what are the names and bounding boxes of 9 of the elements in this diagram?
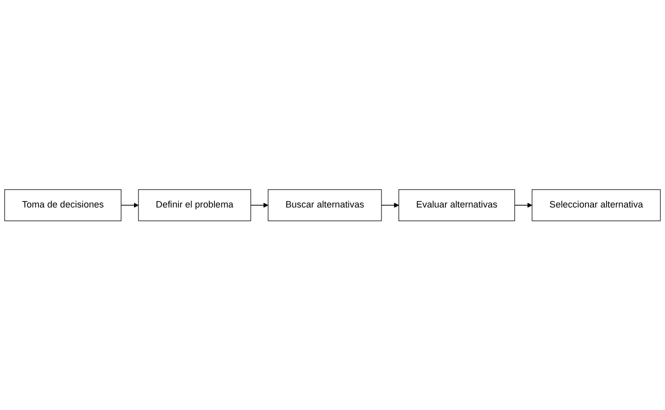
node-box: Evaluar alternativas	[398, 189, 516, 221]
node-box: Seleccionar alternativa	[532, 189, 661, 221]
arrow	[514, 202, 532, 208]
node-box: Toma de decisiones	[4, 189, 122, 221]
arrow	[250, 202, 268, 208]
node-box: Buscar alternativas	[268, 189, 382, 221]
arrow	[381, 202, 400, 208]
node-box: Definir el problema	[138, 189, 252, 221]
arrow	[120, 202, 139, 208]
